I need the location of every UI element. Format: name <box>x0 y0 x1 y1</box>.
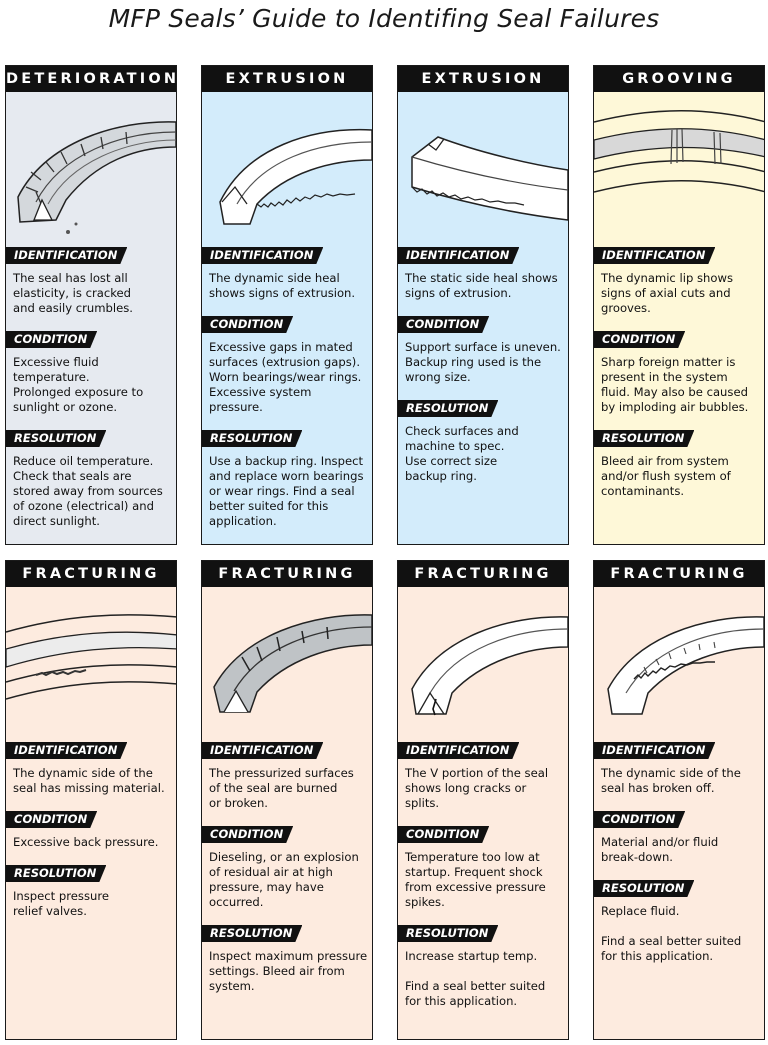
identification-text: The V portion of the seal shows long cra… <box>405 766 549 810</box>
identification-label: IDENTIFICATION <box>594 247 715 264</box>
identification-text: The pressurized surfaces of the seal are… <box>209 766 354 810</box>
card-deterioration: DETERIORATION IDENTIFICATION The seal ha… <box>5 65 177 545</box>
identification-text: The dynamic side of the seal has broken … <box>601 766 741 795</box>
fractured-seal-missing-material-icon <box>6 587 176 739</box>
resolution-text: Inspect pressure relief valves. <box>13 889 109 918</box>
identification-text: The static side heal shows signs of extr… <box>405 271 558 300</box>
condition-text: Excessive back pressure. <box>13 835 159 849</box>
resolution-label: RESOLUTION <box>6 865 106 882</box>
grooved-seal-icon <box>594 92 764 244</box>
condition-label: CONDITION <box>202 826 293 843</box>
condition-label: CONDITION <box>398 316 489 333</box>
card-fracturing-missing: FRACTURING IDENTIFICATION The dynamic si… <box>5 560 177 1040</box>
resolution-label: RESOLUTION <box>398 400 498 417</box>
fractured-seal-broken-off-icon <box>594 587 764 739</box>
card-extrusion-static: EXTRUSION IDENTIFICATION The static side… <box>397 65 569 545</box>
resolution-text: Bleed air from system and/or flush syste… <box>601 454 731 498</box>
card-extrusion-dynamic: EXTRUSION IDENTIFICATION The dynamic sid… <box>201 65 373 545</box>
card-title: EXTRUSION <box>202 66 372 92</box>
condition-text: Excessive fluid temperature. Prolonged e… <box>13 355 144 414</box>
condition-label: CONDITION <box>594 331 685 348</box>
card-title: DETERIORATION <box>6 66 176 92</box>
card-fracturing-burned: FRACTURING IDENTIFICATION The pressurize… <box>201 560 373 1040</box>
card-title: FRACTURING <box>398 561 568 587</box>
resolution-label: RESOLUTION <box>6 430 106 447</box>
card-title: EXTRUSION <box>398 66 568 92</box>
identification-label: IDENTIFICATION <box>398 742 519 759</box>
condition-label: CONDITION <box>398 826 489 843</box>
identification-label: IDENTIFICATION <box>6 247 127 264</box>
card-title: FRACTURING <box>202 561 372 587</box>
condition-label: CONDITION <box>6 811 97 828</box>
condition-text: Sharp foreign matter is present in the s… <box>601 355 749 414</box>
card-title: FRACTURING <box>594 561 764 587</box>
condition-label: CONDITION <box>6 331 97 348</box>
condition-text: Material and/or fluid break-down. <box>601 835 719 864</box>
identification-text: The dynamic lip shows signs of axial cut… <box>601 271 733 315</box>
resolution-text: Inspect maximum pressure settings. Bleed… <box>209 949 368 993</box>
identification-label: IDENTIFICATION <box>202 742 323 759</box>
resolution-text: Replace fluid. Find a seal better suited… <box>601 904 742 963</box>
card-title: FRACTURING <box>6 561 176 587</box>
card-grooving: GROOVING IDENTIFICATION The dynamic lip … <box>593 65 765 545</box>
fractured-seal-burned-icon <box>202 587 372 739</box>
condition-label: CONDITION <box>594 811 685 828</box>
condition-text: Dieseling, or an explosion of residual a… <box>209 850 359 909</box>
extruded-static-seal-icon <box>398 92 568 244</box>
card-fracturing-broken: FRACTURING IDENTIFICATION The dynamic si… <box>593 560 765 1040</box>
identification-label: IDENTIFICATION <box>6 742 127 759</box>
identification-text: The dynamic side of the seal has missing… <box>13 766 165 795</box>
resolution-label: RESOLUTION <box>594 880 694 897</box>
identification-text: The dynamic side heal shows signs of ext… <box>209 271 356 300</box>
condition-text: Support surface is uneven. Backup ring u… <box>405 340 561 384</box>
resolution-label: RESOLUTION <box>202 430 302 447</box>
identification-label: IDENTIFICATION <box>594 742 715 759</box>
resolution-text: Reduce oil temperature. Check that seals… <box>13 454 163 528</box>
page-title: MFP Seals’ Guide to Identifing Seal Fail… <box>108 4 660 33</box>
extruded-dynamic-seal-icon <box>202 92 372 244</box>
identification-label: IDENTIFICATION <box>398 247 519 264</box>
resolution-text: Check surfaces and machine to spec. Use … <box>405 424 519 483</box>
resolution-label: RESOLUTION <box>594 430 694 447</box>
card-title: GROOVING <box>594 66 764 92</box>
condition-label: CONDITION <box>202 316 293 333</box>
condition-text: Temperature too low at startup. Frequent… <box>405 850 546 909</box>
fractured-seal-cracked-icon <box>398 587 568 739</box>
identification-label: IDENTIFICATION <box>202 247 323 264</box>
resolution-text: Use a backup ring. Inspect and replace w… <box>209 454 364 528</box>
resolution-label: RESOLUTION <box>398 925 498 942</box>
deteriorated-seal-icon <box>6 92 176 244</box>
resolution-text: Increase startup temp. Find a seal bette… <box>405 949 546 1008</box>
resolution-label: RESOLUTION <box>202 925 302 942</box>
condition-text: Excessive gaps in mated surfaces (extrus… <box>209 340 362 414</box>
card-fracturing-cracked: FRACTURING IDENTIFICATION The V portion … <box>397 560 569 1040</box>
identification-text: The seal has lost all elasticity, is cra… <box>13 271 133 315</box>
